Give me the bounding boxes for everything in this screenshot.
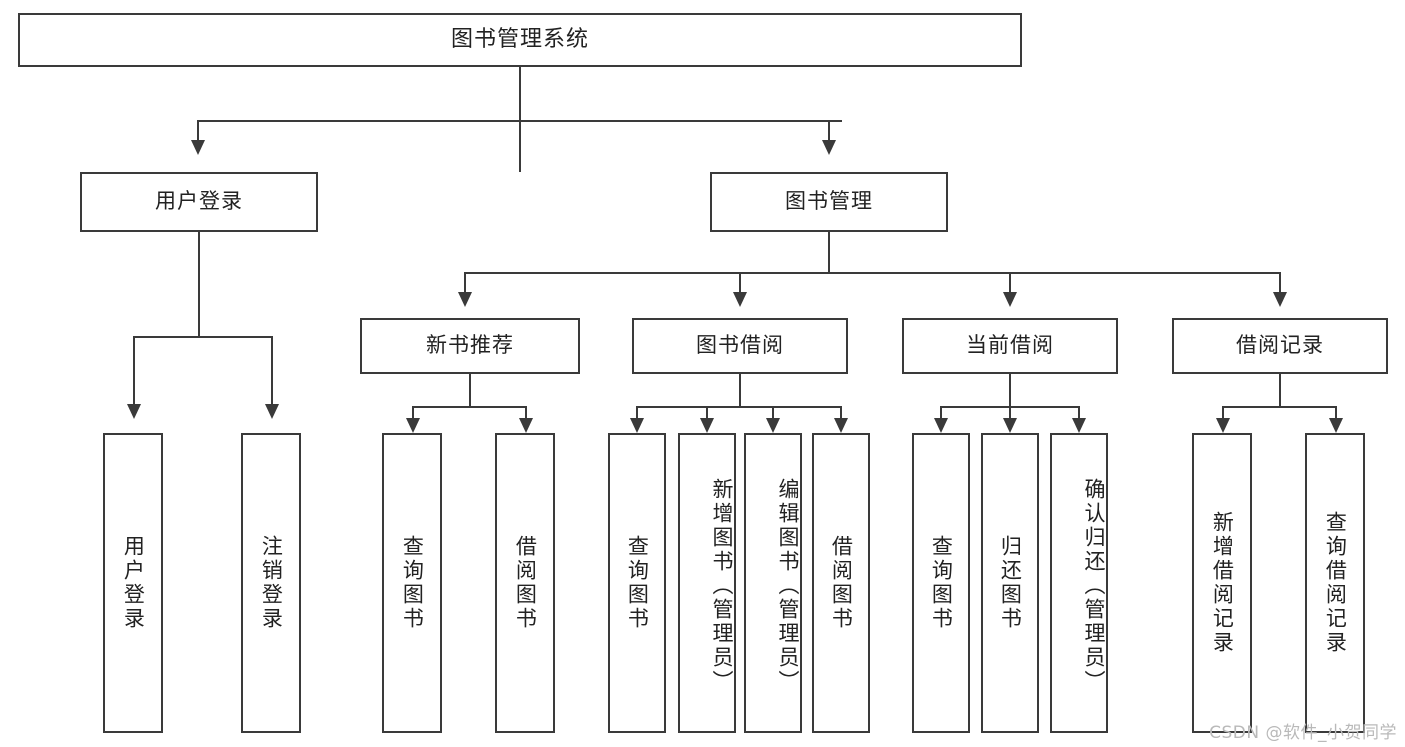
connector-borrow-to-leaf8 bbox=[840, 406, 842, 420]
arrow-login-to-leaf2 bbox=[265, 404, 279, 419]
connector-borrow-to-leaf5 bbox=[636, 406, 638, 420]
connector-records-to-leaf12 bbox=[1222, 406, 1224, 420]
leaf-add-book-admin[interactable]: 新增图书（管理员） bbox=[678, 433, 736, 733]
arrow-login-to-leaf1 bbox=[127, 404, 141, 419]
connector-newbook-to-leaf3 bbox=[412, 406, 414, 420]
connector-bookmgmt-to-current bbox=[1009, 272, 1011, 294]
connector-login-stem bbox=[198, 232, 200, 338]
leaf-user-login[interactable]: 用户登录 bbox=[103, 433, 163, 733]
leaf-query-books-current[interactable]: 查询图书 bbox=[912, 433, 970, 733]
leaf-edit-book-admin[interactable]: 编辑图书（管理员） bbox=[744, 433, 802, 733]
connector-newbook-bus bbox=[412, 406, 527, 408]
connector-root-to-bookmgmt bbox=[828, 120, 830, 142]
arrow-root-to-login bbox=[191, 140, 205, 155]
arrow-borrow-to-leaf6 bbox=[700, 418, 714, 433]
connector-newbook-stem bbox=[469, 374, 471, 408]
arrow-bookmgmt-to-borrow bbox=[733, 292, 747, 307]
node-borrow-records[interactable]: 借阅记录 bbox=[1172, 318, 1388, 374]
arrow-bookmgmt-to-records bbox=[1273, 292, 1287, 307]
connector-bookmgmt-to-borrow bbox=[739, 272, 741, 294]
node-book-management[interactable]: 图书管理 bbox=[710, 172, 948, 232]
connector-login-to-leaf1 bbox=[133, 336, 135, 406]
connector-current-to-leaf11 bbox=[1078, 406, 1080, 420]
connector-login-to-leaf2 bbox=[271, 336, 273, 406]
node-current-borrow[interactable]: 当前借阅 bbox=[902, 318, 1118, 374]
connector-bookmgmt-to-records bbox=[1279, 272, 1281, 294]
arrow-records-to-leaf12 bbox=[1216, 418, 1230, 433]
arrow-newbook-to-leaf4 bbox=[519, 418, 533, 433]
connector-borrow-bus bbox=[636, 406, 842, 408]
connector-borrow-stem bbox=[739, 374, 741, 408]
arrow-newbook-to-leaf3 bbox=[406, 418, 420, 433]
arrow-bookmgmt-to-newbook bbox=[458, 292, 472, 307]
leaf-query-books-newbook[interactable]: 查询图书 bbox=[382, 433, 442, 733]
leaf-borrow-books-borrow[interactable]: 借阅图书 bbox=[812, 433, 870, 733]
arrow-bookmgmt-to-current bbox=[1003, 292, 1017, 307]
leaf-borrow-books-newbook[interactable]: 借阅图书 bbox=[495, 433, 555, 733]
leaf-add-borrow-record[interactable]: 新增借阅记录 bbox=[1192, 433, 1252, 733]
connector-current-to-leaf9 bbox=[940, 406, 942, 420]
leaf-logout[interactable]: 注销登录 bbox=[241, 433, 301, 733]
connector-borrow-to-leaf7 bbox=[772, 406, 774, 420]
connector-root-stem bbox=[519, 67, 521, 172]
node-book-borrow[interactable]: 图书借阅 bbox=[632, 318, 848, 374]
connector-records-bus bbox=[1222, 406, 1337, 408]
arrow-root-to-bookmgmt bbox=[822, 140, 836, 155]
connector-root-to-login bbox=[197, 120, 199, 142]
connector-bookmgmt-to-newbook bbox=[464, 272, 466, 294]
connector-bookmgmt-stem bbox=[828, 232, 830, 274]
arrow-borrow-to-leaf7 bbox=[766, 418, 780, 433]
node-root[interactable]: 图书管理系统 bbox=[18, 13, 1022, 67]
connector-newbook-to-leaf4 bbox=[525, 406, 527, 420]
arrow-current-to-leaf10 bbox=[1003, 418, 1017, 433]
leaf-return-books[interactable]: 归还图书 bbox=[981, 433, 1039, 733]
connector-records-to-leaf13 bbox=[1335, 406, 1337, 420]
connector-records-stem bbox=[1279, 374, 1281, 408]
leaf-confirm-return-admin[interactable]: 确认归还（管理员） bbox=[1050, 433, 1108, 733]
connector-bookmgmt-bus bbox=[464, 272, 1280, 274]
arrow-records-to-leaf13 bbox=[1329, 418, 1343, 433]
leaf-query-books-borrow[interactable]: 查询图书 bbox=[608, 433, 666, 733]
arrow-current-to-leaf11 bbox=[1072, 418, 1086, 433]
connector-current-stem bbox=[1009, 374, 1011, 408]
arrow-borrow-to-leaf5 bbox=[630, 418, 644, 433]
node-new-book-recommend[interactable]: 新书推荐 bbox=[360, 318, 580, 374]
node-user-login[interactable]: 用户登录 bbox=[80, 172, 318, 232]
connector-current-to-leaf10 bbox=[1009, 406, 1011, 420]
arrow-borrow-to-leaf8 bbox=[834, 418, 848, 433]
leaf-query-borrow-record[interactable]: 查询借阅记录 bbox=[1305, 433, 1365, 733]
arrow-current-to-leaf9 bbox=[934, 418, 948, 433]
connector-borrow-to-leaf6 bbox=[706, 406, 708, 420]
connector-root-bus bbox=[197, 120, 842, 122]
connector-login-bus bbox=[133, 336, 273, 338]
